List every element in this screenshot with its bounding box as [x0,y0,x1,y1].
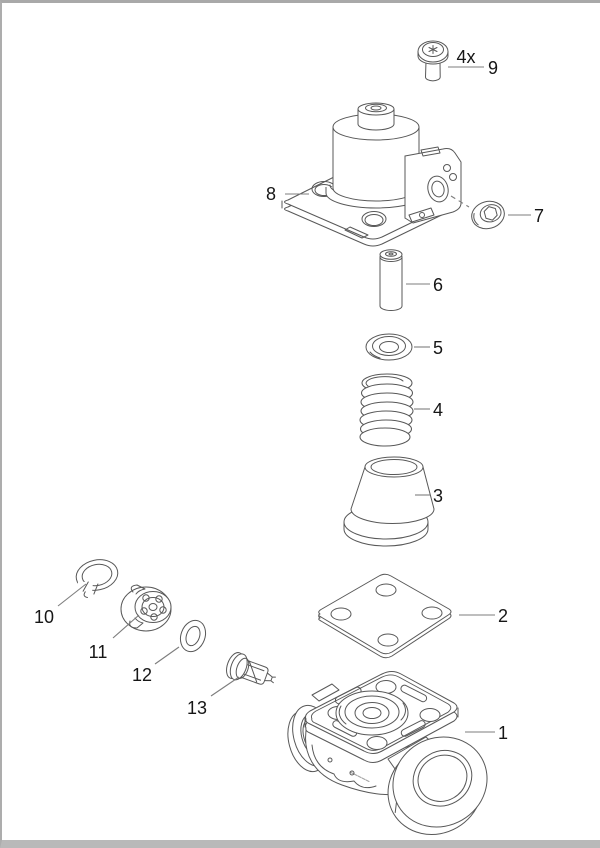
callout-8: 8 [266,184,309,204]
callout-4-number: 4 [433,400,443,420]
callout-2-number: 2 [498,606,508,626]
callout-11: 11 [89,614,140,662]
part-7-sealing-plug-drawing [471,200,505,230]
callout-7-number: 7 [534,206,544,226]
part-8-solenoid-housing-drawing [281,102,462,247]
callout-1: 1 [465,723,508,743]
callout-11-number: 11 [89,642,108,662]
callout-12-leader-line [154,646,180,665]
part-12-o-ring-drawing [179,619,207,653]
part-5-seal-washer-drawing [365,333,413,361]
callout-12: 12 [132,646,180,685]
callout-8-number: 8 [266,184,276,204]
callout-1-number: 1 [498,723,508,743]
callout-3-number: 3 [433,486,443,506]
callout-4: 4 [414,400,443,420]
exploded-parts-diagram: 4x 9 8 [34,40,544,835]
part-2-gasket-plate-drawing [318,573,452,659]
callout-12-number: 12 [132,665,152,685]
part-4-coil-spring-drawing [359,373,414,447]
part-13-check-valve-insert-drawing [226,652,276,685]
callout-9: 4x 9 [448,47,498,78]
callout-10: 10 [34,583,87,627]
callout-13: 13 [187,676,240,718]
callout-13-leader-line [210,676,240,697]
part-3-piston-cup-drawing [343,456,435,547]
callout-13-number: 13 [187,698,207,718]
callout-7: 7 [450,195,544,226]
callout-10-leader-line [57,583,87,607]
part-10-clamp-ring-drawing [75,559,119,598]
callout-5-number: 5 [433,338,443,358]
callout-3: 3 [415,486,443,506]
callout-5: 5 [414,338,443,358]
callout-9-number: 9 [488,58,498,78]
callout-7-dashed-line [450,195,470,208]
callout-6: 6 [406,275,443,295]
callout-9-qty-label: 4x [456,47,475,67]
callout-11-leader-line [112,614,140,639]
callout-10-number: 10 [34,607,54,627]
part-9-torx-screw-drawing [417,40,449,82]
part-1-valve-body-drawing [287,671,488,835]
callout-2: 2 [459,606,508,626]
part-6-plunger-pin-drawing [379,249,403,311]
callout-6-number: 6 [433,275,443,295]
